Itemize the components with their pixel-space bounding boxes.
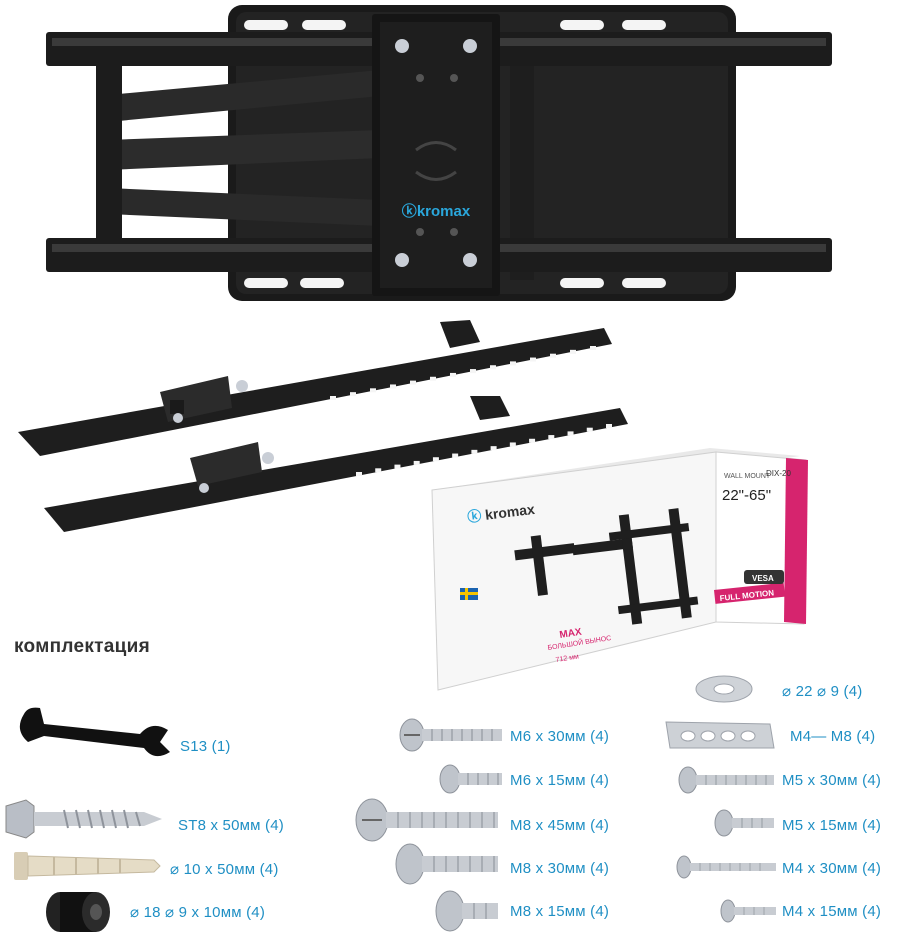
product-box: ⓚ kromax WALL MOUNT DIX-20 22"-65" MAX Б… [431,448,808,691]
label-m4x15: M4 x 15мм (4) [782,903,882,920]
bracket-hole [432,457,439,462]
brand-logo-on-plate: ⓚkromax [402,202,471,220]
bracket-hole [394,464,401,469]
bracket-hole [490,365,496,370]
bracket-hole [452,453,459,458]
bracket-hole [450,372,456,377]
label-adapter-plate: M4— M8 (4) [790,728,876,745]
m4x15-icon [720,899,776,923]
kit-heading: комплектация [14,636,150,657]
bracket-hole [530,357,536,362]
bracket-hole [375,468,382,473]
m6x15-icon [439,764,502,794]
m8x45-icon [355,798,498,842]
box-brand-logo: ⓚ kromax [466,501,535,525]
bracket-hole [590,346,596,350]
label-wrench: S13 (1) [180,738,231,755]
bracket-hole [350,392,356,397]
bracket-hole [430,376,436,381]
box-size-range: 22"-65" [722,487,771,504]
bracket-hole [509,442,516,447]
bracket-hole [413,460,420,465]
label-m5x15: M5 x 15мм (4) [782,817,882,834]
label-m4x30: M4 x 30мм (4) [782,860,882,877]
label-m8x30: M8 x 30мм (4) [510,860,610,877]
label-m5x30: M5 x 30мм (4) [782,772,882,789]
label-m6x30: M6 x 30мм (4) [510,728,610,745]
box-extension-value: 712 мм [555,653,579,664]
lag-screw-icon [5,799,162,839]
bracket-hole [548,435,555,440]
bracket-hole [529,438,536,443]
wall-plug-icon [14,852,161,880]
box-vesa-label: VESA [752,574,774,583]
washer-icon [695,675,753,703]
adapter-plate-icon [665,721,775,749]
m8x15-icon [435,890,498,932]
wrench-icon [19,707,171,757]
tv-brackets [18,320,628,532]
label-m6x15: M6 x 15мм (4) [510,772,610,789]
m5x15-icon [714,809,774,837]
label-spacer: ⌀ 18 ⌀ 9 x 10мм (4) [130,904,266,921]
label-washer: ⌀ 22 ⌀ 9 (4) [782,683,863,700]
bracket-hole [570,349,576,354]
bracket-hole [356,472,362,476]
bracket-hole [586,427,593,432]
bracket-hole [471,449,478,454]
bracket-hole [410,380,416,385]
bracket-hole [567,431,574,436]
m5x30-icon [678,766,774,794]
bracket-hole [470,369,476,374]
box-max-label: MAX [559,627,583,641]
bracket-hole [550,353,556,358]
box-model: DIX-20 [766,469,791,478]
bracket-hole [490,446,497,451]
bracket-hole [370,388,376,393]
spacer-icon [46,892,110,932]
wall-mount-bracket: ⓚkromax [46,5,832,301]
box-subtitle: WALL MOUNT [724,473,771,480]
m4x30-icon [676,855,776,879]
label-lag-screw: ST8 x 50мм (4) [178,817,284,834]
bracket-hole [390,384,396,389]
m6x30-icon [399,718,502,752]
bracket-hole [510,361,516,366]
m8x30-icon [395,843,498,885]
label-wall-plug: ⌀ 10 x 50мм (4) [170,861,279,878]
label-m8x15: M8 x 15мм (4) [510,903,610,920]
label-m8x45: M8 x 45мм (4) [510,817,610,834]
bracket-hole [330,396,336,400]
bracket-hole [606,424,612,428]
